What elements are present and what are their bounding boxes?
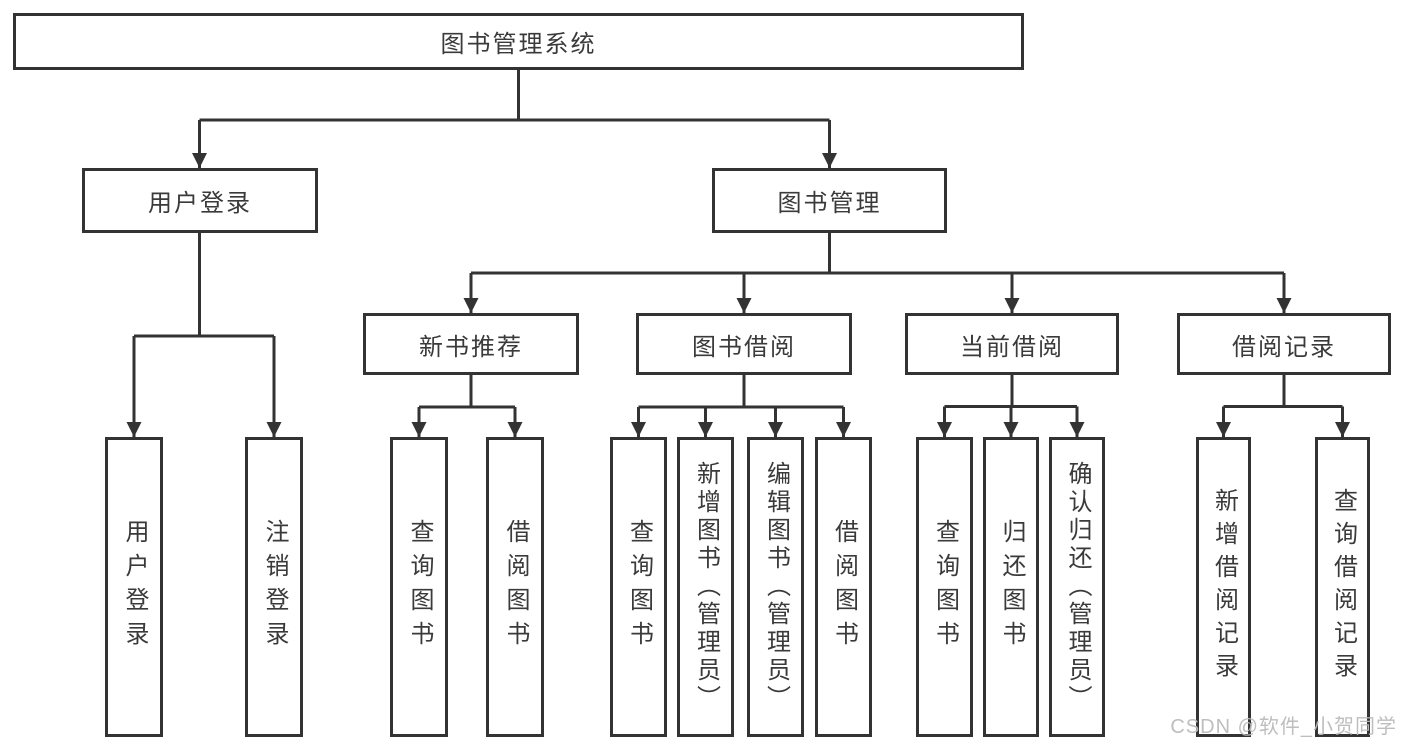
node-new-book-recommend: 新书推荐 [363,313,579,375]
leaf-add-book-admin: 新增图书（管理员） [677,437,734,737]
edge-user-login-spine [134,233,274,338]
edge-current-borrow-spine [944,375,1077,408]
leaf-user-login-label: 用户登录 [121,519,148,655]
leaf-query-books-recommend-label: 查询图书 [406,519,433,655]
leaf-confirm-return-admin-label: 确认归还（管理员） [1064,461,1091,713]
node-borrow-records-label: 借阅记录 [1232,333,1336,361]
leaf-borrow-books-recommend-label: 借阅图书 [502,519,529,655]
edge-book-management-spine [471,233,1284,275]
node-book-management-label: 图书管理 [777,190,882,217]
leaf-query-books-current-label: 查询图书 [931,519,959,655]
node-current-borrow: 当前借阅 [905,313,1119,375]
leaf-add-borrow-record-label: 新增借阅记录 [1210,488,1238,686]
leaf-add-borrow-record: 新增借阅记录 [1196,437,1251,737]
leaf-query-borrow-record: 查询借阅记录 [1315,437,1370,737]
node-current-borrow-label: 当前借阅 [960,333,1064,361]
node-book-borrow-label: 图书借阅 [692,333,796,361]
node-user-login: 用户登录 [82,168,318,233]
edge-new-book-recommend-spine [419,375,515,409]
node-book-management: 图书管理 [712,168,947,233]
node-new-book-recommend-label: 新书推荐 [419,333,523,361]
leaf-edit-book-admin: 编辑图书（管理员） [747,437,804,737]
leaf-query-books-borrow-label: 查询图书 [625,519,653,655]
edge-root-spine [199,70,830,122]
leaf-add-book-admin-label: 新增图书（管理员） [692,461,720,713]
csdn-watermark: CSDN @软件_小贺同学 [1170,716,1397,738]
leaf-logout-label: 注销登录 [261,519,288,655]
leaf-edit-book-admin-label: 编辑图书（管理员） [762,461,790,713]
edge-borrow-records-spine [1223,375,1343,408]
node-user-login-label: 用户登录 [148,190,252,217]
leaf-borrow-books-borrow: 借阅图书 [815,437,872,737]
node-borrow-records: 借阅记录 [1177,313,1391,375]
leaf-query-books-current: 查询图书 [916,437,973,737]
leaf-query-books-borrow: 查询图书 [610,437,667,737]
leaf-user-login: 用户登录 [105,437,163,737]
node-root-label: 图书管理系统 [440,31,597,58]
leaf-return-book: 归还图书 [983,437,1039,737]
node-book-borrow: 图书借阅 [636,313,852,375]
leaf-query-books-recommend: 查询图书 [390,437,448,737]
leaf-logout: 注销登录 [245,437,303,737]
edge-book-borrow-spine [638,375,844,409]
node-root-system: 图书管理系统 [13,13,1024,70]
leaf-borrow-books-recommend: 借阅图书 [486,437,544,737]
leaf-borrow-books-borrow-label: 借阅图书 [830,519,858,655]
leaf-return-book-label: 归还图书 [998,519,1025,655]
leaf-confirm-return-admin: 确认归还（管理员） [1049,437,1105,737]
leaf-query-borrow-record-label: 查询借阅记录 [1329,488,1357,686]
